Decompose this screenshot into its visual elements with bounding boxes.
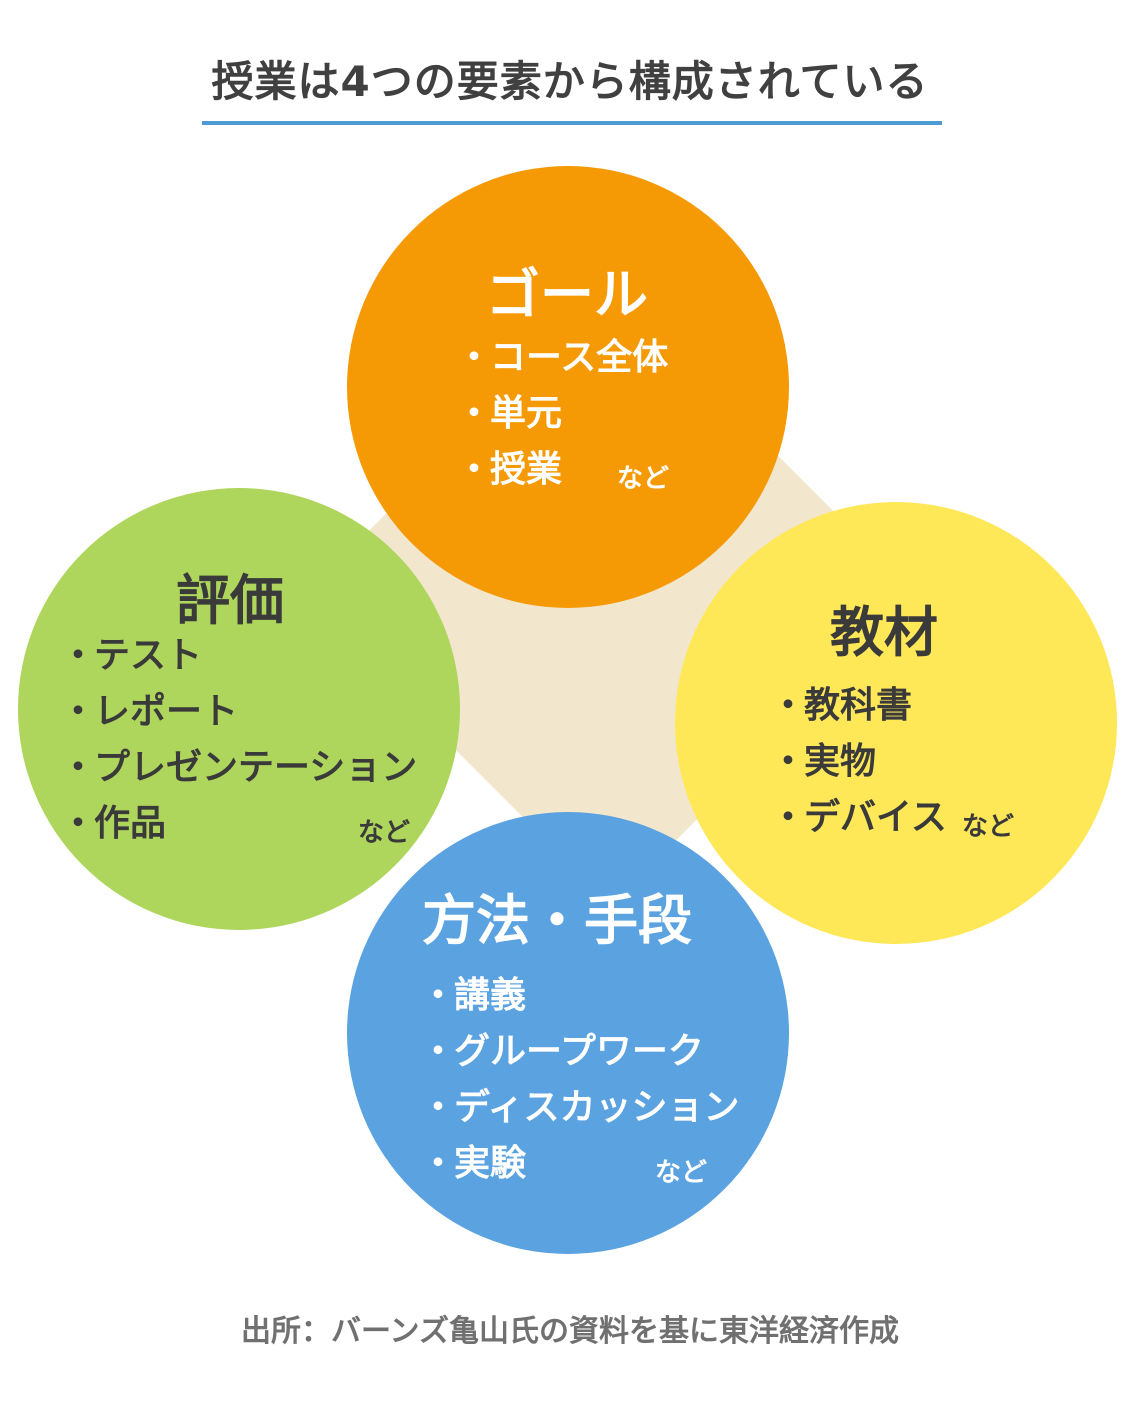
evaluation-item: ・レポート xyxy=(60,691,239,732)
methods-item: ・講義 xyxy=(420,975,527,1016)
goal-etc: など xyxy=(617,464,670,494)
evaluation-circle xyxy=(18,488,460,930)
methods-item: ・ディスカッション xyxy=(420,1087,740,1128)
goal-circle xyxy=(347,166,789,608)
page-title: 授業は4つの要素から構成されている xyxy=(211,57,929,106)
goal-item: ・授業 xyxy=(456,449,563,490)
materials-heading: 教材 xyxy=(830,601,938,664)
evaluation-item: ・作品 xyxy=(60,803,167,844)
evaluation-heading: 評価 xyxy=(176,569,284,632)
source-note: 出所：バーンズ亀山氏の資料を基に東洋経済作成 xyxy=(241,1314,899,1349)
methods-item: ・実験 xyxy=(420,1143,527,1184)
evaluation-item: ・プレゼンテーション xyxy=(60,747,418,788)
materials-etc: など xyxy=(962,812,1015,842)
materials-item: ・実物 xyxy=(770,741,877,782)
methods-item: ・グループワーク xyxy=(420,1031,704,1072)
materials-item: ・デバイス xyxy=(770,797,947,838)
goal-item: ・コース全体 xyxy=(456,337,669,378)
methods-heading: 方法・手段 xyxy=(422,889,692,952)
goal-item: ・単元 xyxy=(456,393,563,434)
title-underline xyxy=(202,121,942,125)
materials-item: ・教科書 xyxy=(770,685,913,726)
methods-etc: など xyxy=(655,1158,708,1188)
evaluation-item: ・テスト xyxy=(60,635,203,676)
evaluation-etc: など xyxy=(358,818,411,848)
materials-circle xyxy=(675,502,1117,944)
methods-circle xyxy=(347,812,789,1254)
goal-heading: ゴール xyxy=(486,263,648,326)
